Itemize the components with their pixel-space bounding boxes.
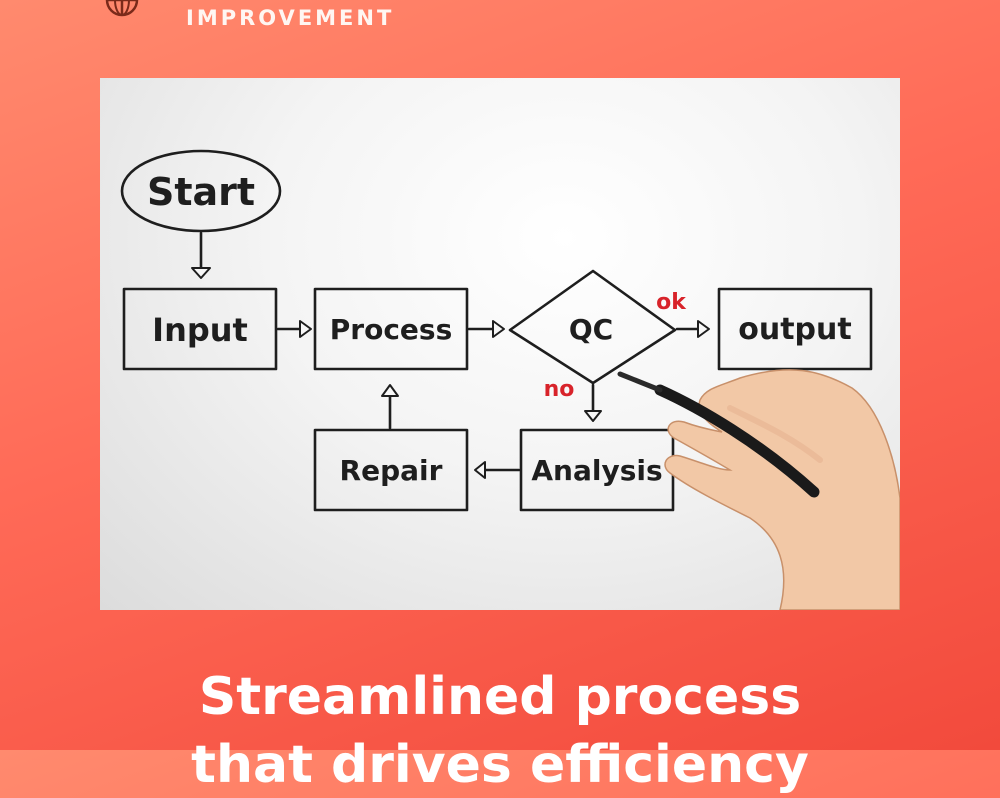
ok-label: ok bbox=[656, 290, 687, 315]
arrowhead-repair-process bbox=[381, 384, 399, 397]
input-node-shape bbox=[122, 287, 278, 371]
qc-node-shape bbox=[508, 269, 677, 385]
repair-node-shape bbox=[313, 428, 469, 512]
qc-label: QC bbox=[569, 313, 613, 346]
flowchart-photo: Start Input Process QC output Repair Ana… bbox=[100, 78, 900, 610]
input-label: Input bbox=[152, 311, 248, 349]
caption-line2: that drives efficiency bbox=[191, 735, 809, 795]
hand-with-pen bbox=[617, 369, 900, 610]
arrowhead-process-qc bbox=[492, 320, 505, 338]
arrowhead-qc-analysis bbox=[584, 410, 602, 422]
caption-line1: Streamlined process bbox=[198, 667, 802, 727]
category-label: IMPROVEMENT bbox=[186, 6, 395, 30]
arrowhead-input-process bbox=[299, 320, 312, 338]
output-label: output bbox=[738, 312, 851, 347]
process-node-shape bbox=[313, 287, 469, 371]
no-label: no bbox=[544, 377, 575, 402]
analysis-label: Analysis bbox=[531, 454, 662, 487]
globe-icon bbox=[104, 0, 140, 18]
start-label: Start bbox=[147, 170, 255, 214]
arrowhead-qc-output bbox=[697, 320, 710, 338]
output-node-shape bbox=[717, 287, 873, 371]
caption: Streamlined process that drives efficien… bbox=[0, 664, 1000, 798]
process-label: Process bbox=[330, 313, 453, 346]
repair-label: Repair bbox=[340, 454, 443, 487]
arrowhead-analysis-repair bbox=[474, 461, 486, 479]
start-node-shape bbox=[120, 149, 282, 233]
arrowhead-start-input bbox=[191, 267, 211, 279]
